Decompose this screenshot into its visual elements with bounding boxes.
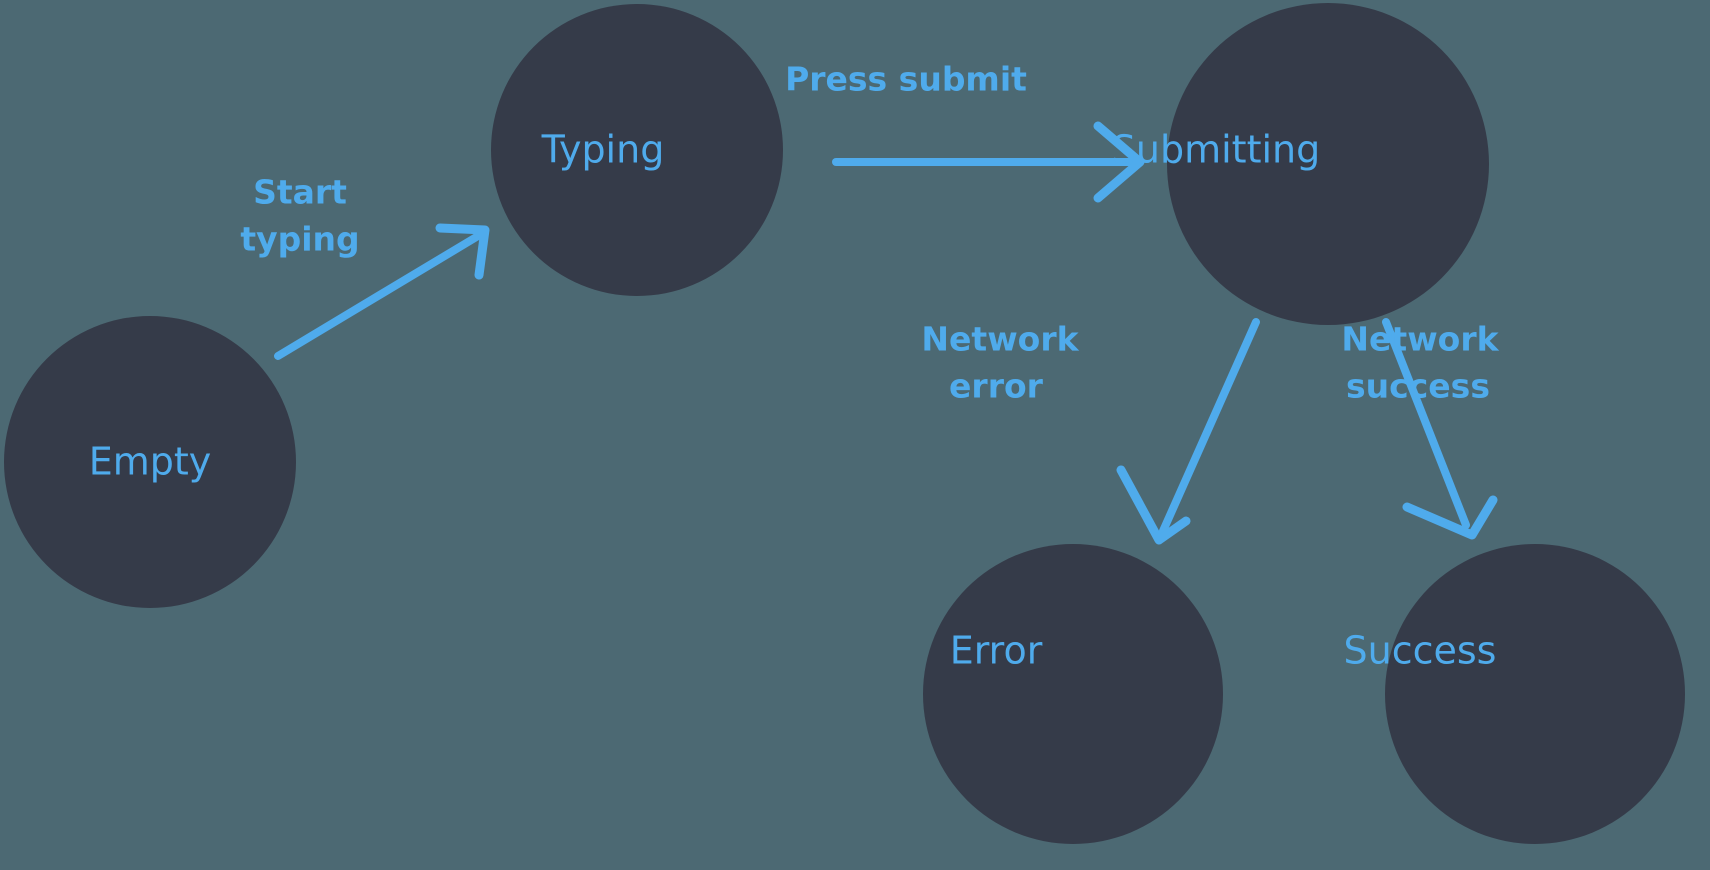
edge-label-start-typing-line1: Start: [253, 173, 347, 212]
state-node-typing-label: Typing: [541, 128, 665, 172]
edge-label-network-success-line1: Network: [1341, 320, 1499, 359]
state-node-error-label: Error: [950, 629, 1043, 673]
edge-submitting-to-success: [1382, 318, 1498, 540]
edge-label-network-error: Network error: [921, 320, 1079, 406]
state-node-submitting-label: Submitting: [1112, 128, 1320, 172]
edge-label-network-error-line1: Network: [921, 320, 1079, 359]
edge-label-start-typing: Start typing: [240, 173, 359, 259]
edge-typing-to-submitting: [832, 121, 1145, 203]
state-node-submitting[interactable]: Submitting: [1112, 3, 1489, 325]
edge-empty-to-typing-line: [274, 229, 487, 360]
edge-label-network-success: Network success: [1341, 320, 1499, 406]
state-node-error[interactable]: Error: [923, 544, 1223, 844]
edge-empty-to-typing-arrowhead: [435, 223, 490, 280]
edge-empty-to-typing: [274, 223, 490, 360]
state-node-error-circle[interactable]: [923, 544, 1223, 844]
state-node-typing-circle[interactable]: [491, 4, 783, 296]
edge-submitting-to-success-arrowhead: [1402, 495, 1498, 540]
state-node-empty-label: Empty: [89, 440, 212, 484]
edge-label-press-submit: Press submit: [785, 60, 1027, 99]
state-node-typing[interactable]: Typing: [491, 4, 783, 296]
state-node-empty[interactable]: Empty: [4, 316, 296, 608]
edge-label-network-error-line2: error: [949, 367, 1044, 406]
edge-submitting-to-error-line: [1159, 318, 1260, 535]
edge-submitting-to-success-line: [1382, 318, 1470, 529]
state-node-success[interactable]: Success: [1344, 544, 1685, 844]
state-node-empty-circle[interactable]: [4, 316, 296, 608]
edge-typing-to-submitting-arrowhead: [1093, 121, 1145, 203]
state-node-success-circle[interactable]: [1385, 544, 1685, 844]
edge-label-network-success-line2: success: [1346, 367, 1490, 406]
state-node-submitting-circle[interactable]: [1167, 3, 1489, 325]
edge-submitting-to-error-arrowhead: [1116, 465, 1191, 545]
edge-label-start-typing-line2: typing: [240, 220, 359, 259]
edge-submitting-to-error: [1116, 318, 1260, 545]
state-node-success-label: Success: [1344, 629, 1497, 673]
edge-label-press-submit-line1: Press submit: [785, 60, 1027, 99]
